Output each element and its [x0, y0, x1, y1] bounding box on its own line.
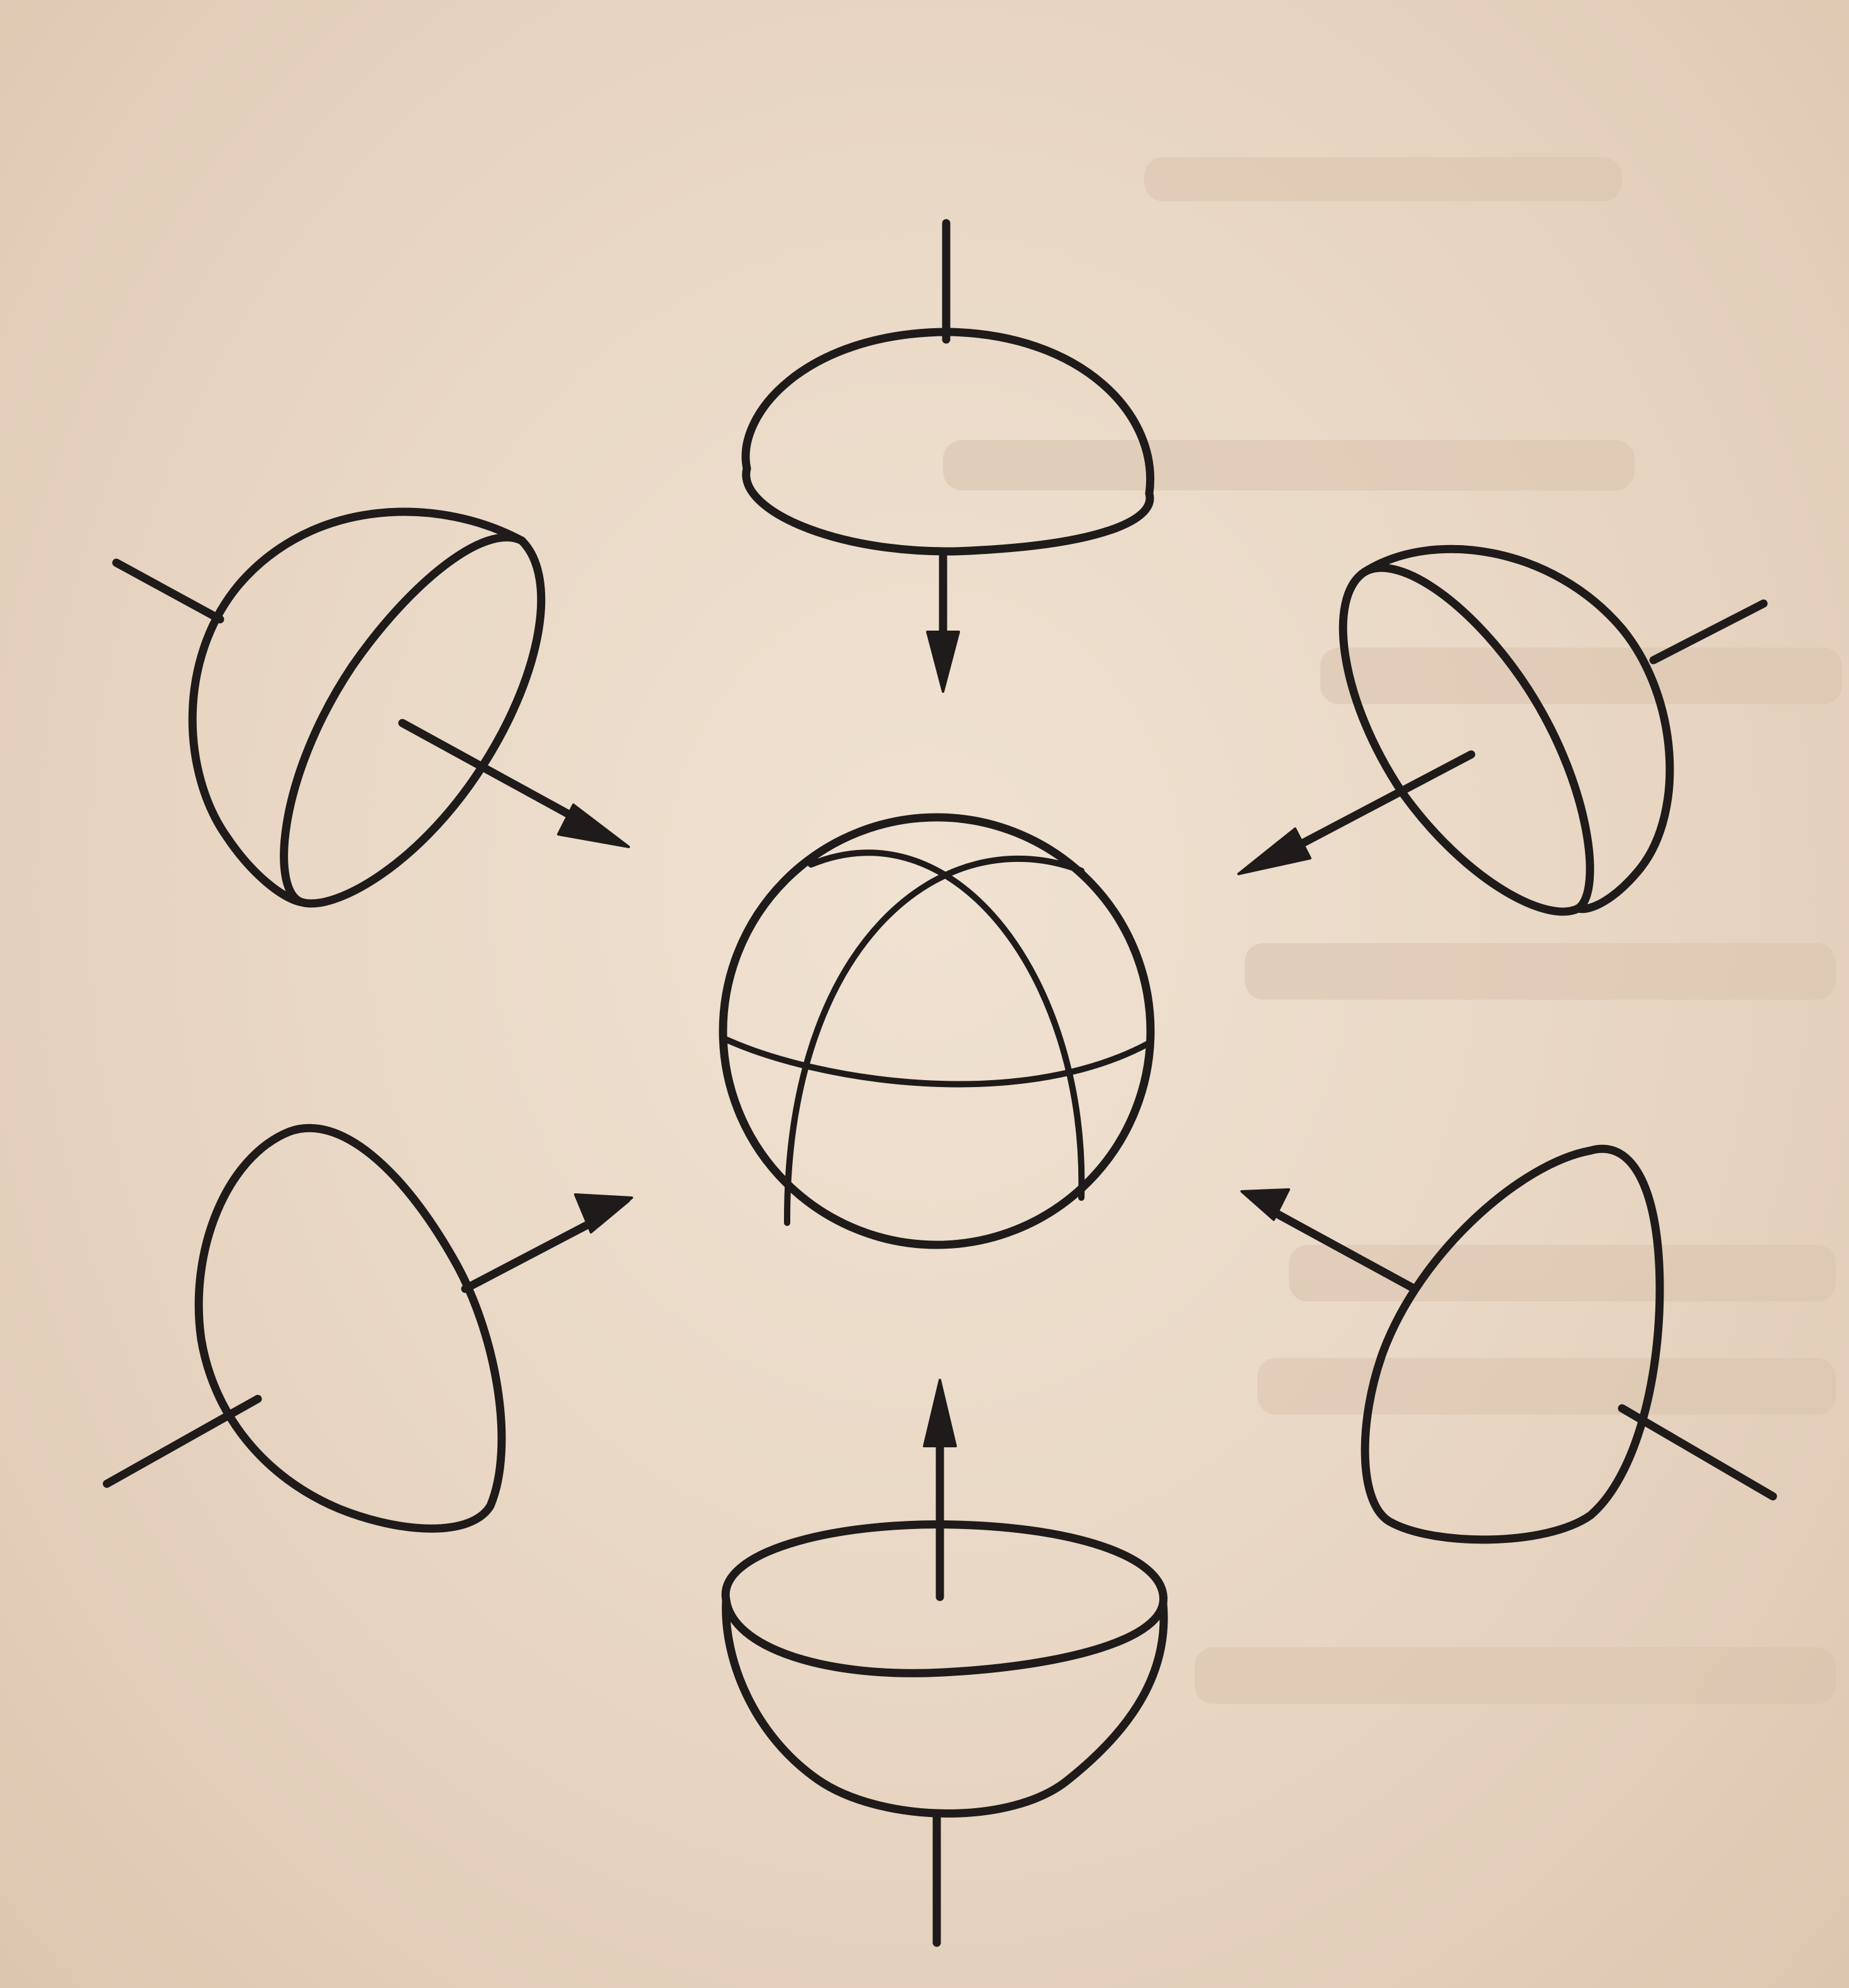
- arrow-head: [1237, 827, 1311, 875]
- dome-outline: [741, 328, 1154, 498]
- arrow-shaft: [398, 719, 602, 834]
- center-sphere: [719, 813, 1155, 1249]
- arrow-shaft: [1272, 1209, 1419, 1293]
- dome-outline: [722, 1596, 1168, 1818]
- axis-line-back: [102, 1394, 262, 1488]
- arrow-head: [926, 631, 960, 693]
- sphere-equator: [721, 1035, 1151, 1088]
- arrow-shaft: [461, 1215, 602, 1293]
- sphere-outline: [719, 813, 1155, 1249]
- sphere-meridian-left: [783, 855, 1085, 1226]
- dome-outline: [194, 1124, 506, 1533]
- axis-line-back: [1618, 1404, 1777, 1501]
- arrow-head-tip: [574, 1193, 633, 1234]
- upper-right-hemisphere: [1237, 544, 1768, 916]
- upper-left-hemisphere: [112, 507, 630, 908]
- rim-outline: [742, 464, 1154, 556]
- rim-outline: [1338, 563, 1594, 916]
- arrow-head: [923, 1379, 957, 1447]
- axis-line: [1649, 599, 1768, 665]
- lower-left-hemisphere: [102, 1124, 633, 1533]
- sphere-meridian-right: [808, 849, 1085, 1201]
- dome-outline: [1360, 544, 1674, 914]
- dome-outline: [188, 507, 526, 907]
- bottom-hemisphere: [721, 1379, 1168, 1947]
- arrow-head: [1240, 1188, 1290, 1221]
- lower-right-hemisphere: [1240, 1144, 1777, 1544]
- dome-outline: [1361, 1144, 1664, 1544]
- top-hemisphere: [741, 219, 1154, 693]
- rim-outline: [721, 1520, 1167, 1677]
- rim-outline: [280, 533, 546, 908]
- axis-line: [112, 558, 224, 624]
- arrow-head: [557, 803, 630, 848]
- arrow-shaft: [1278, 750, 1476, 858]
